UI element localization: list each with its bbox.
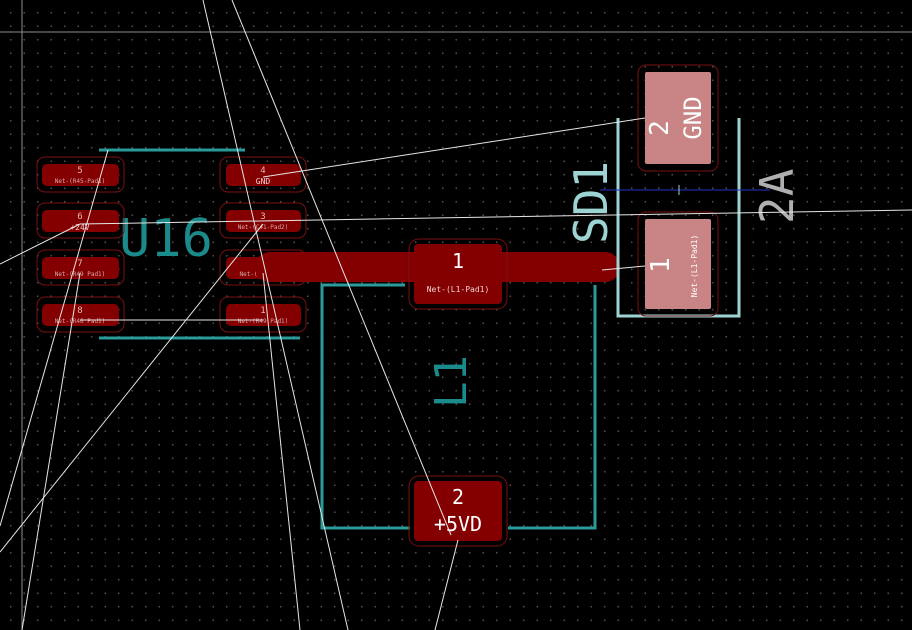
u16-pad-1-number: 1 — [260, 306, 265, 316]
u16-pad-6[interactable]: 6 +24V — [36, 202, 125, 239]
u16-pad-6-net: +24V — [70, 223, 89, 232]
l1-pad-1-number: 1 — [452, 249, 464, 273]
u16-pad-8-net: Net-(R46 Pad1) — [55, 318, 106, 325]
u16-pad-7-number: 7 — [77, 259, 82, 269]
u16-pad-5-number: 5 — [77, 166, 82, 176]
u16-pad-4-number: 4 — [260, 166, 265, 176]
l1-pad-1-net: Net-(L1-Pad1) — [427, 285, 490, 294]
sd1-pad-2-net: GND — [679, 96, 707, 139]
u16-pad-4-net: GND — [256, 177, 271, 186]
sd1-pad-2-number: 2 — [645, 120, 675, 136]
u16-pad-6-number: 6 — [77, 212, 82, 222]
u16-pad-1[interactable]: 1 Net-(R49 Pad1) — [219, 296, 307, 333]
u16-pad-8-number: 8 — [77, 306, 82, 316]
sd1-pad-1-net: Net-(L1-Pad1) — [690, 235, 699, 298]
l1-silkscreen-right — [508, 285, 597, 530]
u16-pad-3-net: Net-(C41-Pad2) — [238, 224, 289, 231]
u16-pad-1-net: Net-(R49 Pad1) — [238, 318, 289, 325]
l1-silkscreen-left — [320, 283, 410, 530]
u16-pad-8[interactable]: 8 Net-(R46 Pad1) — [36, 296, 125, 333]
u16-pad-5[interactable]: 5 Net-(R45-Pad1) — [36, 156, 125, 193]
l1-pad-2-net: +5VD — [434, 512, 482, 536]
u16-pad-3-number: 3 — [260, 212, 265, 222]
u16-pad-5-net: Net-(R45-Pad1) — [55, 178, 106, 185]
sd1-pad-1-number: 1 — [646, 257, 676, 273]
l1-pad-2[interactable]: 2 +5VD — [408, 475, 508, 547]
u16-reference[interactable]: U16 — [119, 209, 213, 269]
u16-pad-7[interactable]: 7 Net-(R49 Pad1) — [36, 249, 125, 286]
sd1-pad-1[interactable]: 1 Net-(L1-Pad1) — [637, 211, 719, 317]
sd1-value[interactable]: 2A — [750, 169, 804, 224]
sd1-reference[interactable]: SD1 — [564, 161, 618, 244]
l1-reference[interactable]: L1 — [426, 355, 477, 408]
sd1-pad-2[interactable]: 2 GND — [637, 64, 719, 172]
l1-pad-2-number: 2 — [452, 485, 464, 509]
l1-pad-1[interactable]: 1 Net-(L1-Pad1) — [408, 238, 508, 310]
u16-pad-4[interactable]: 4 GND — [219, 156, 307, 193]
